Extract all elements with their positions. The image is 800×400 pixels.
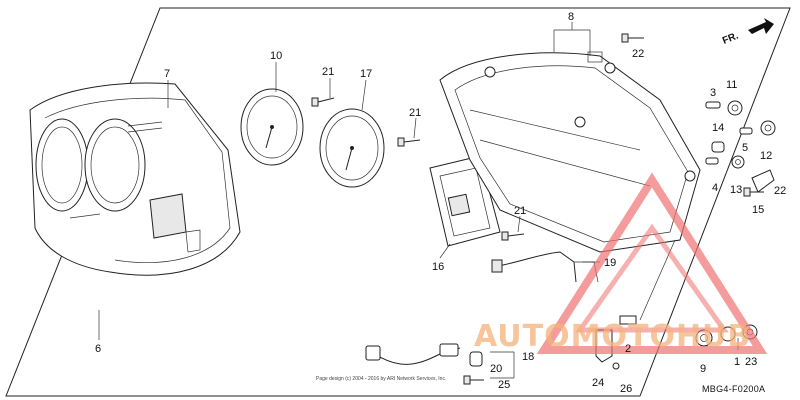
callout-14: 14 xyxy=(712,122,724,134)
callout-23: 23 xyxy=(745,356,757,368)
callout-22: 22 xyxy=(632,48,644,60)
tachometer-dial xyxy=(240,88,304,166)
callout-16: 16 xyxy=(432,261,444,273)
callout-11: 11 xyxy=(726,79,737,91)
watermark-text: AUTOMOTOHUB xyxy=(474,319,751,354)
diagram-code: MBG4-F0200A xyxy=(702,384,765,394)
front-direction-arrow xyxy=(748,18,774,34)
callout-13: 13 xyxy=(730,184,742,196)
callout-12: 12 xyxy=(760,150,772,162)
callout-20: 20 xyxy=(490,363,502,375)
callout-21: 21 xyxy=(322,66,334,78)
copyright-text: Page design (c) 2004 - 2016 by ARI Netwo… xyxy=(316,376,446,382)
callout-6: 6 xyxy=(95,343,101,355)
watermark: AUTOMOTOHUB xyxy=(474,172,768,354)
callout-1: 1 xyxy=(734,356,740,368)
callout-10: 10 xyxy=(270,50,282,62)
screws xyxy=(311,33,764,385)
callout-26: 26 xyxy=(620,383,632,395)
callout-3: 3 xyxy=(710,87,716,99)
callout-9: 9 xyxy=(700,363,706,375)
callout-18: 18 xyxy=(522,351,534,363)
callout-21: 21 xyxy=(514,205,526,217)
direction-label: FR. xyxy=(721,30,740,46)
callout-19: 19 xyxy=(604,257,616,269)
wire-harness xyxy=(365,251,599,367)
diagram-frame xyxy=(5,7,791,397)
callout-17: 17 xyxy=(360,68,372,80)
callout-7: 7 xyxy=(164,68,170,80)
callout-labels: 8 22 7 10 21 17 21 3 11 14 5 12 4 13 22 … xyxy=(95,11,786,395)
callout-21: 21 xyxy=(409,107,421,119)
speedometer-dial xyxy=(319,108,385,188)
callout-2: 2 xyxy=(625,343,631,355)
meter-case-cover xyxy=(29,82,241,276)
callout-4: 4 xyxy=(712,182,718,194)
callout-15: 15 xyxy=(752,204,764,216)
callout-24: 24 xyxy=(592,377,604,389)
callout-8: 8 xyxy=(568,11,574,23)
callout-25: 25 xyxy=(498,379,510,391)
callout-22: 22 xyxy=(774,185,786,197)
callout-5: 5 xyxy=(742,142,748,154)
